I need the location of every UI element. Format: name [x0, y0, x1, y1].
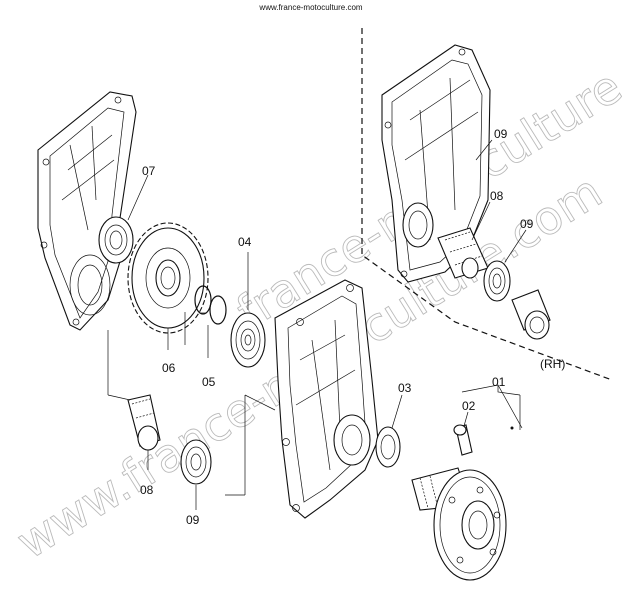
gear-06 — [127, 222, 209, 334]
rh-pinion-shaft-08 — [437, 227, 489, 279]
callout-06: 06 — [162, 361, 176, 375]
callout-01: 01 — [492, 375, 506, 389]
pinion-shaft-08-lower — [127, 394, 161, 451]
seal-03 — [375, 426, 401, 468]
rh-sleeve — [511, 289, 551, 340]
callout-02: 02 — [462, 399, 476, 413]
callout-09-right: 09 — [520, 217, 534, 231]
rh-inset-boundary — [361, 28, 613, 381]
rh-leader-lines — [471, 139, 527, 263]
callout-08-upper: 08 — [490, 189, 504, 203]
leader-lines — [107, 174, 523, 510]
main-housing — [274, 279, 379, 519]
bearing-04 — [230, 312, 266, 368]
rh-bearing-09 — [483, 260, 511, 302]
callout-08-lower: 08 — [140, 483, 154, 497]
hub-flange-01 — [411, 467, 507, 581]
site-header: www.france-motoculture.com — [259, 3, 363, 12]
stud-bolt-02 — [453, 424, 473, 456]
rh-housing — [381, 44, 491, 283]
callout-05: 05 — [202, 375, 216, 389]
bearing-07 — [98, 216, 134, 264]
bearing-09-lower — [180, 439, 212, 485]
callout-09-lower: 09 — [186, 513, 200, 527]
callout-rh: (RH) — [540, 357, 565, 371]
callout-03: 03 — [398, 381, 412, 395]
circlips-05 — [194, 285, 227, 325]
callout-04: 04 — [238, 235, 252, 249]
left-housing-cover — [37, 91, 137, 331]
callout-labels: 07 04 06 05 03 02 01 08 09 09 08 09 (RH) — [140, 127, 565, 527]
callout-09-upper: 09 — [494, 127, 508, 141]
callout-07: 07 — [142, 164, 156, 178]
